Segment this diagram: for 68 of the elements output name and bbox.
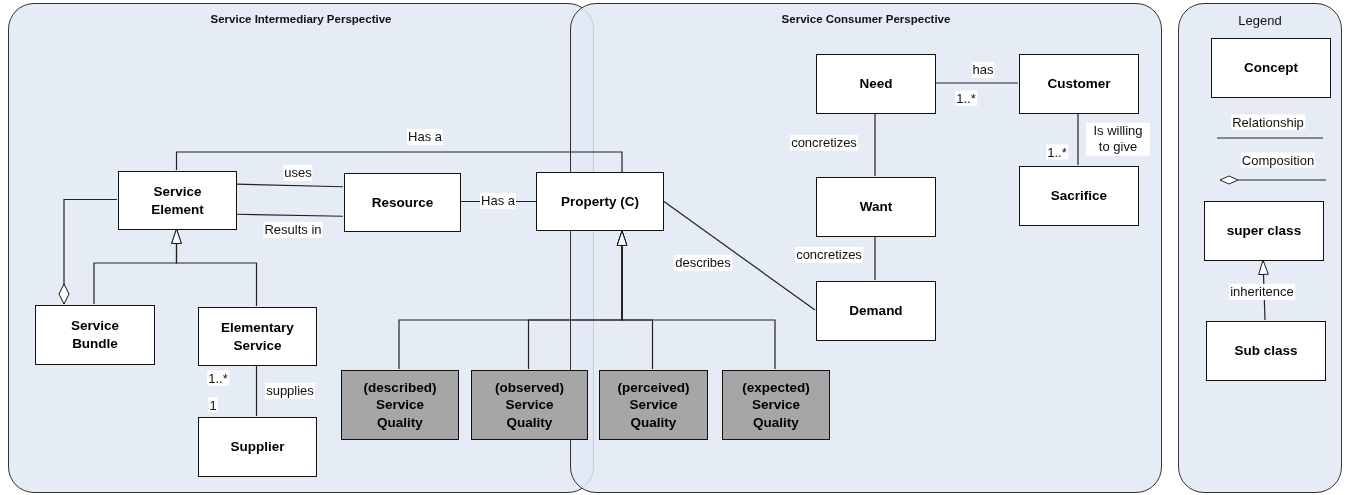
class-name: Service Bundle [69,317,120,353]
class-box [118,171,237,230]
panel-heading: Service Intermediary Perspective [209,13,393,25]
class-box [35,305,155,365]
quality-class-box [471,370,588,440]
class-box [1206,321,1326,381]
class-box [198,417,317,477]
panel-heading: Legend [1237,13,1283,28]
edge-label: Results in [263,221,323,239]
class-name: Customer [1047,75,1111,93]
class-name: Service Element [150,182,205,219]
class-name: Elementary Service [220,318,295,355]
edge-label: uses [283,164,313,182]
class-name: Resource [371,193,434,212]
quality-class-box [722,370,830,440]
class-box [344,173,461,232]
association-line [1077,112,1079,166]
panel-heading: Service Consumer Perspective [780,13,952,25]
class-box [1019,166,1139,226]
association-line [874,235,876,281]
association-line [874,112,876,177]
edge-label: has [971,61,995,79]
association-line [235,213,344,217]
multiplicity-label: 1..* [207,370,229,386]
relationship-label: Relationship [1231,114,1305,130]
class-box [198,307,317,366]
quality-class-box [341,370,459,440]
class-name: Sub class [1234,342,1298,360]
class-name: super class [1226,222,1302,240]
perspective-panel [1178,3,1342,493]
association-line [235,183,344,188]
edge-label: Has a [407,128,443,146]
quality-class-box [599,370,708,440]
multiplicity-label: 1..* [955,90,977,106]
class-name: Property (C) [561,192,639,211]
class-name: Concept [1244,59,1298,77]
association-line [255,364,258,417]
relationship-label: Composition [1240,152,1316,168]
class-name: (perceived) Service Quality [616,378,691,432]
edge-label: Has a [480,192,516,210]
class-name: Supplier [230,438,285,456]
edge-label: describes [674,254,732,272]
class-name: Want [859,198,893,216]
class-box [1211,38,1331,98]
multiplicity-label: 1..* [1046,144,1068,160]
edge-label: inheritence [1229,283,1295,301]
multiplicity-label: 1 [208,397,218,413]
class-box [816,281,936,341]
edge-label: Is willing to give [1086,122,1150,156]
class-name: Need [859,75,893,93]
association-line [934,82,1019,84]
edge-label: concretizes [795,246,863,264]
class-name: Sacrifice [1050,187,1108,205]
class-box [816,54,936,114]
composition-line [58,198,118,305]
class-name: (expected) Service Quality [741,378,811,432]
edge-label: concretizes [790,134,858,152]
class-name: Demand [849,302,903,320]
association-line [663,200,816,311]
inheritance-arrow [171,228,258,307]
edge-label: supplies [265,382,315,400]
class-name: (described) Service Quality [362,378,438,432]
class-box [816,177,936,237]
class-box [1204,201,1324,261]
class-box [1019,54,1139,114]
class-box [536,172,664,231]
association-line [175,151,623,173]
class-name: (observed) Service Quality [494,378,565,432]
